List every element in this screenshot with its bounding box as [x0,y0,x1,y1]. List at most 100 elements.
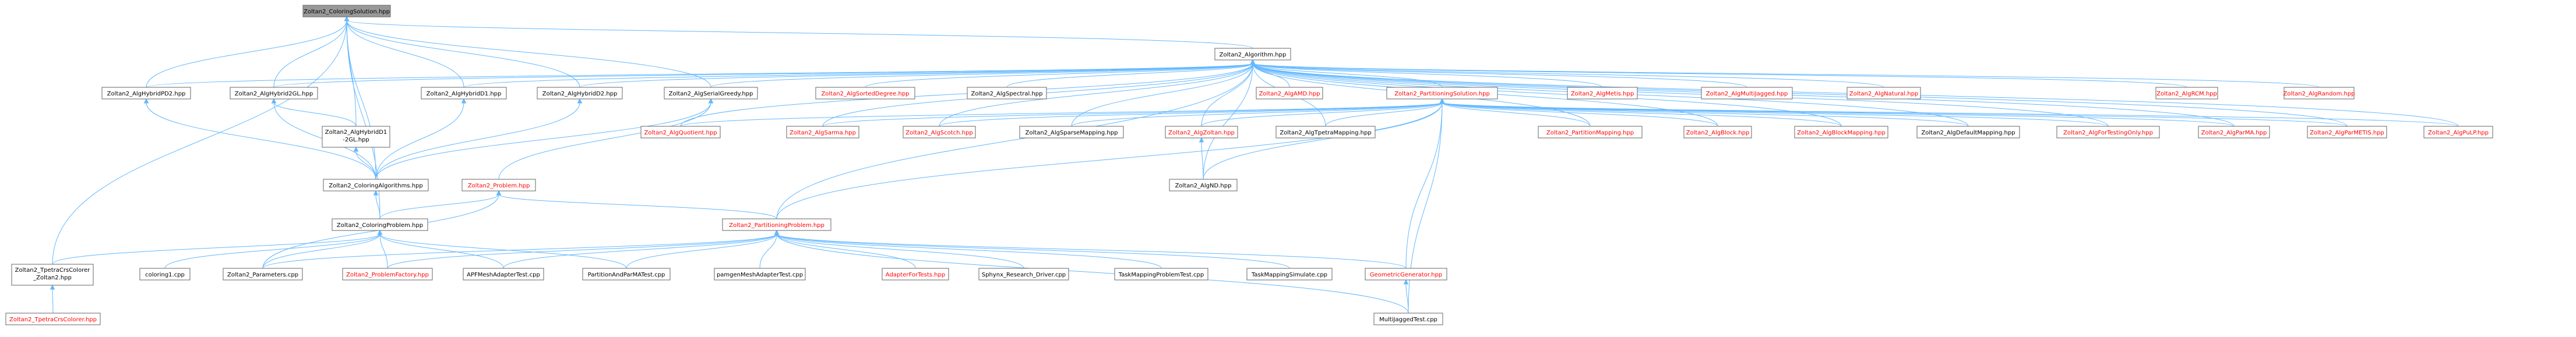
node-pu-l-p[interactable]: Zoltan2_AlgPuLP.hpp [2423,126,2493,139]
node-random[interactable]: Zoltan2_AlgRandom.hpp [2283,87,2355,100]
dependency-edge [1252,63,1747,88]
node-part-mapping[interactable]: Zoltan2_PartitionMapping.hpp [1538,126,1643,139]
node-algorithm[interactable]: Zoltan2_Algorithm.hpp [1214,48,1291,61]
node-tpetra-crs[interactable]: Zoltan2_TpetraCrsColorer_Zoltan2.hpp [11,264,94,286]
dependency-edge [939,102,1443,127]
node-box [882,268,949,281]
node-quotient[interactable]: Zoltan2_AlgQuotient.hpp [640,126,721,139]
node-task-mapping-sim[interactable]: TaskMappingSimulate.cpp [1246,268,1333,281]
node-hybrid-p-d2[interactable]: Zoltan2_AlgHybridPD2.hpp [101,87,191,100]
edge-arrowhead [373,190,379,196]
node-hybrid-d1_2-g-l[interactable]: Zoltan2_AlgHybridD1-2GL.hpp [322,126,390,148]
node-box [640,126,721,139]
node-box [1114,268,1208,281]
node-box [2283,87,2355,100]
node-label: Zoltan2_AlgHybrid2GL.hpp [235,91,313,97]
node-part-solution[interactable]: Zoltan2_PartitioningSolution.hpp [1386,87,1498,100]
node-box [101,87,191,100]
dependency-edge [822,102,1443,127]
node-box [2056,126,2160,139]
node-hybrid-d2[interactable]: Zoltan2_AlgHybridD2.hpp [537,87,623,100]
node-scotch[interactable]: Zoltan2_AlgScotch.hpp [903,126,976,139]
node-block[interactable]: Zoltan2_AlgBlock.hpp [1683,126,1752,139]
node-box [1386,87,1498,100]
node-box [1373,313,1443,325]
node-rcm[interactable]: Zoltan2_AlgRCM.hpp [2155,87,2218,100]
node-label: Zoltan2_ProblemFactory.hpp [346,272,429,278]
node-coloring-problem[interactable]: Zoltan2_ColoringProblem.hpp [332,218,428,231]
edge-arrowhead [1250,59,1256,65]
node-box [2423,126,2493,139]
node-box [1701,87,1793,100]
node-label: Zoltan2_AlgSerialGreedy.hpp [669,91,753,97]
dependency-edge [346,20,357,127]
node-tpetra-colorer[interactable]: Zoltan2_TpetraCrsColorer.hpp [5,313,101,325]
node-box [302,5,391,17]
node-serial-greedy[interactable]: Zoltan2_AlgSerialGreedy.hpp [664,87,758,100]
node-problem-factory[interactable]: Zoltan2_ProblemFactory.hpp [342,268,433,281]
node-multi-jagged-test[interactable]: MultiJaggedTest.cpp [1373,313,1443,325]
dependency-edge [1325,102,1443,127]
node-box [722,218,831,231]
edge-arrowhead [1439,98,1445,104]
dependency-edge [939,63,1253,127]
node-spectral[interactable]: Zoltan2_AlgSpectral.hpp [967,87,1047,100]
edge-arrowhead [271,98,277,104]
node-block-mapping[interactable]: Zoltan2_AlgBlockMapping.hpp [1794,126,1888,139]
node-sarma[interactable]: Zoltan2_AlgSarma.hpp [786,126,859,139]
dependency-edge [498,102,711,180]
node-apf-mesh[interactable]: APFMeshAdapterTest.cpp [463,268,544,281]
node-zoltan[interactable]: Zoltan2_AlgZoltan.hpp [1165,126,1238,139]
node-tpetra-mapping[interactable]: Zoltan2_AlgTpetraMapping.hpp [1275,126,1376,139]
node-for-testing[interactable]: Zoltan2_AlgForTestingOnly.hpp [2056,126,2160,139]
node-label: pamgenMeshAdapterTest.cpp [717,272,803,278]
node-natural[interactable]: Zoltan2_AlgNatural.hpp [1846,87,1921,100]
node-par-m-a[interactable]: Zoltan2_AlgParMA.hpp [2198,126,2270,139]
dependency-edge [463,63,1253,88]
dependency-edge [346,20,580,88]
node-sorted-degree[interactable]: Zoltan2_AlgSortedDegree.hpp [815,87,915,100]
node-problem[interactable]: Zoltan2_Problem.hpp [461,179,536,191]
node-box [1683,126,1752,139]
node-label: Zoltan2_AlgZoltan.hpp [1168,130,1235,136]
dependency-edge [387,233,777,269]
dependency-edge [1442,102,1718,127]
dependency-edge [379,194,499,219]
node-coloring1[interactable]: coloring1.cpp [139,268,191,281]
node-part-problem[interactable]: Zoltan2_PartitioningProblem.hpp [722,218,831,231]
node-nd[interactable]: Zoltan2_AlgND.hpp [1169,179,1238,191]
dependency-edge [680,63,1253,127]
edge-arrowhead [708,98,714,104]
dependency-edge [1203,102,1443,180]
node-part-and-par-m-a[interactable]: PartitionAndParMATest.cpp [582,268,671,281]
node-box [1916,126,2020,139]
node-multi-jagged[interactable]: Zoltan2_AlgMultiJagged.hpp [1701,87,1793,100]
dependency-edge [273,102,357,127]
node-default-mapping[interactable]: Zoltan2_AlgDefaultMapping.hpp [1916,126,2020,139]
dependency-edge [579,63,1253,88]
node-hybrid-d1[interactable]: Zoltan2_AlgHybridD1.hpp [421,87,507,100]
node-label: APFMeshAdapterTest.cpp [467,272,540,278]
node-label: -2GL.hpp [343,137,369,143]
node-coloring-algs[interactable]: Zoltan2_ColoringAlgorithms.hpp [323,179,429,191]
node-metis[interactable]: Zoltan2_AlgMetis.hpp [1567,87,1638,100]
dependency-edge [776,233,1024,269]
node-amd[interactable]: Zoltan2_AlgAMD.hpp [1256,87,1323,100]
edge-arrowhead [377,229,383,235]
node-label: Zoltan2_AlgScotch.hpp [905,130,972,136]
dependency-edge [1071,102,1443,127]
node-coloring-solution[interactable]: Zoltan2_ColoringSolution.hpp [302,5,391,17]
node-adapter-for-tests[interactable]: AdapterForTests.hpp [882,268,949,281]
node-pamgen[interactable]: pamgenMeshAdapterTest.cpp [714,268,806,281]
dependency-edge [503,233,777,269]
node-geometric-gen[interactable]: GeometricGenerator.hpp [1365,268,1447,281]
node-par-m-e-t-i-s[interactable]: Zoltan2_AlgParMETIS.hpp [2307,126,2387,139]
node-task-mapping-problem[interactable]: TaskMappingProblemTest.cpp [1114,268,1208,281]
node-parameters[interactable]: Zoltan2_Parameters.cpp [223,268,303,281]
node-sparse-mapping[interactable]: Zoltan2_AlgSparseMapping.hpp [1019,126,1124,139]
node-box [1846,87,1921,100]
node-sphynx[interactable]: Sphynx_Research_Driver.cpp [978,268,1069,281]
dependency-edge [346,20,1253,49]
node-hybrid2-g-l[interactable]: Zoltan2_AlgHybrid2GL.hpp [230,87,318,100]
node-box [1019,126,1124,139]
